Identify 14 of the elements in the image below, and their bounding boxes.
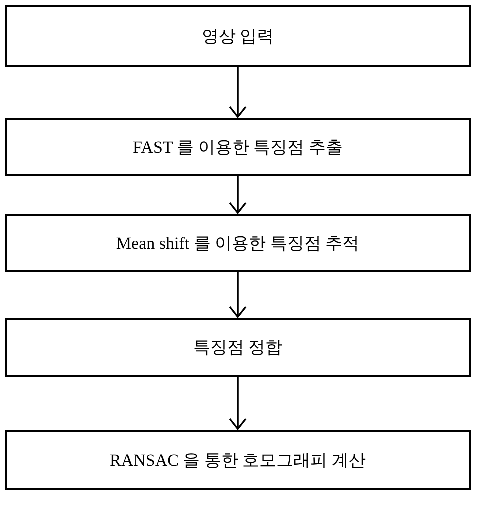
step-text: 특징점 정합	[193, 337, 283, 359]
step-text: FAST 를 이용한 특징점 추출	[132, 136, 343, 158]
step-text: Mean shift 를 이용한 특징점 추적	[116, 232, 360, 254]
process-box	[5, 318, 471, 377]
process-box	[5, 5, 471, 67]
arrow	[229, 272, 247, 318]
process-box	[5, 430, 471, 490]
arrow	[229, 176, 247, 214]
arrow	[229, 377, 247, 430]
process-box	[5, 118, 471, 176]
arrow	[229, 67, 247, 118]
step-text: RANSAC 을 통한 호모그래피 계산	[110, 450, 366, 472]
process-box	[5, 214, 471, 272]
step-text: 영상 입력	[202, 26, 274, 48]
